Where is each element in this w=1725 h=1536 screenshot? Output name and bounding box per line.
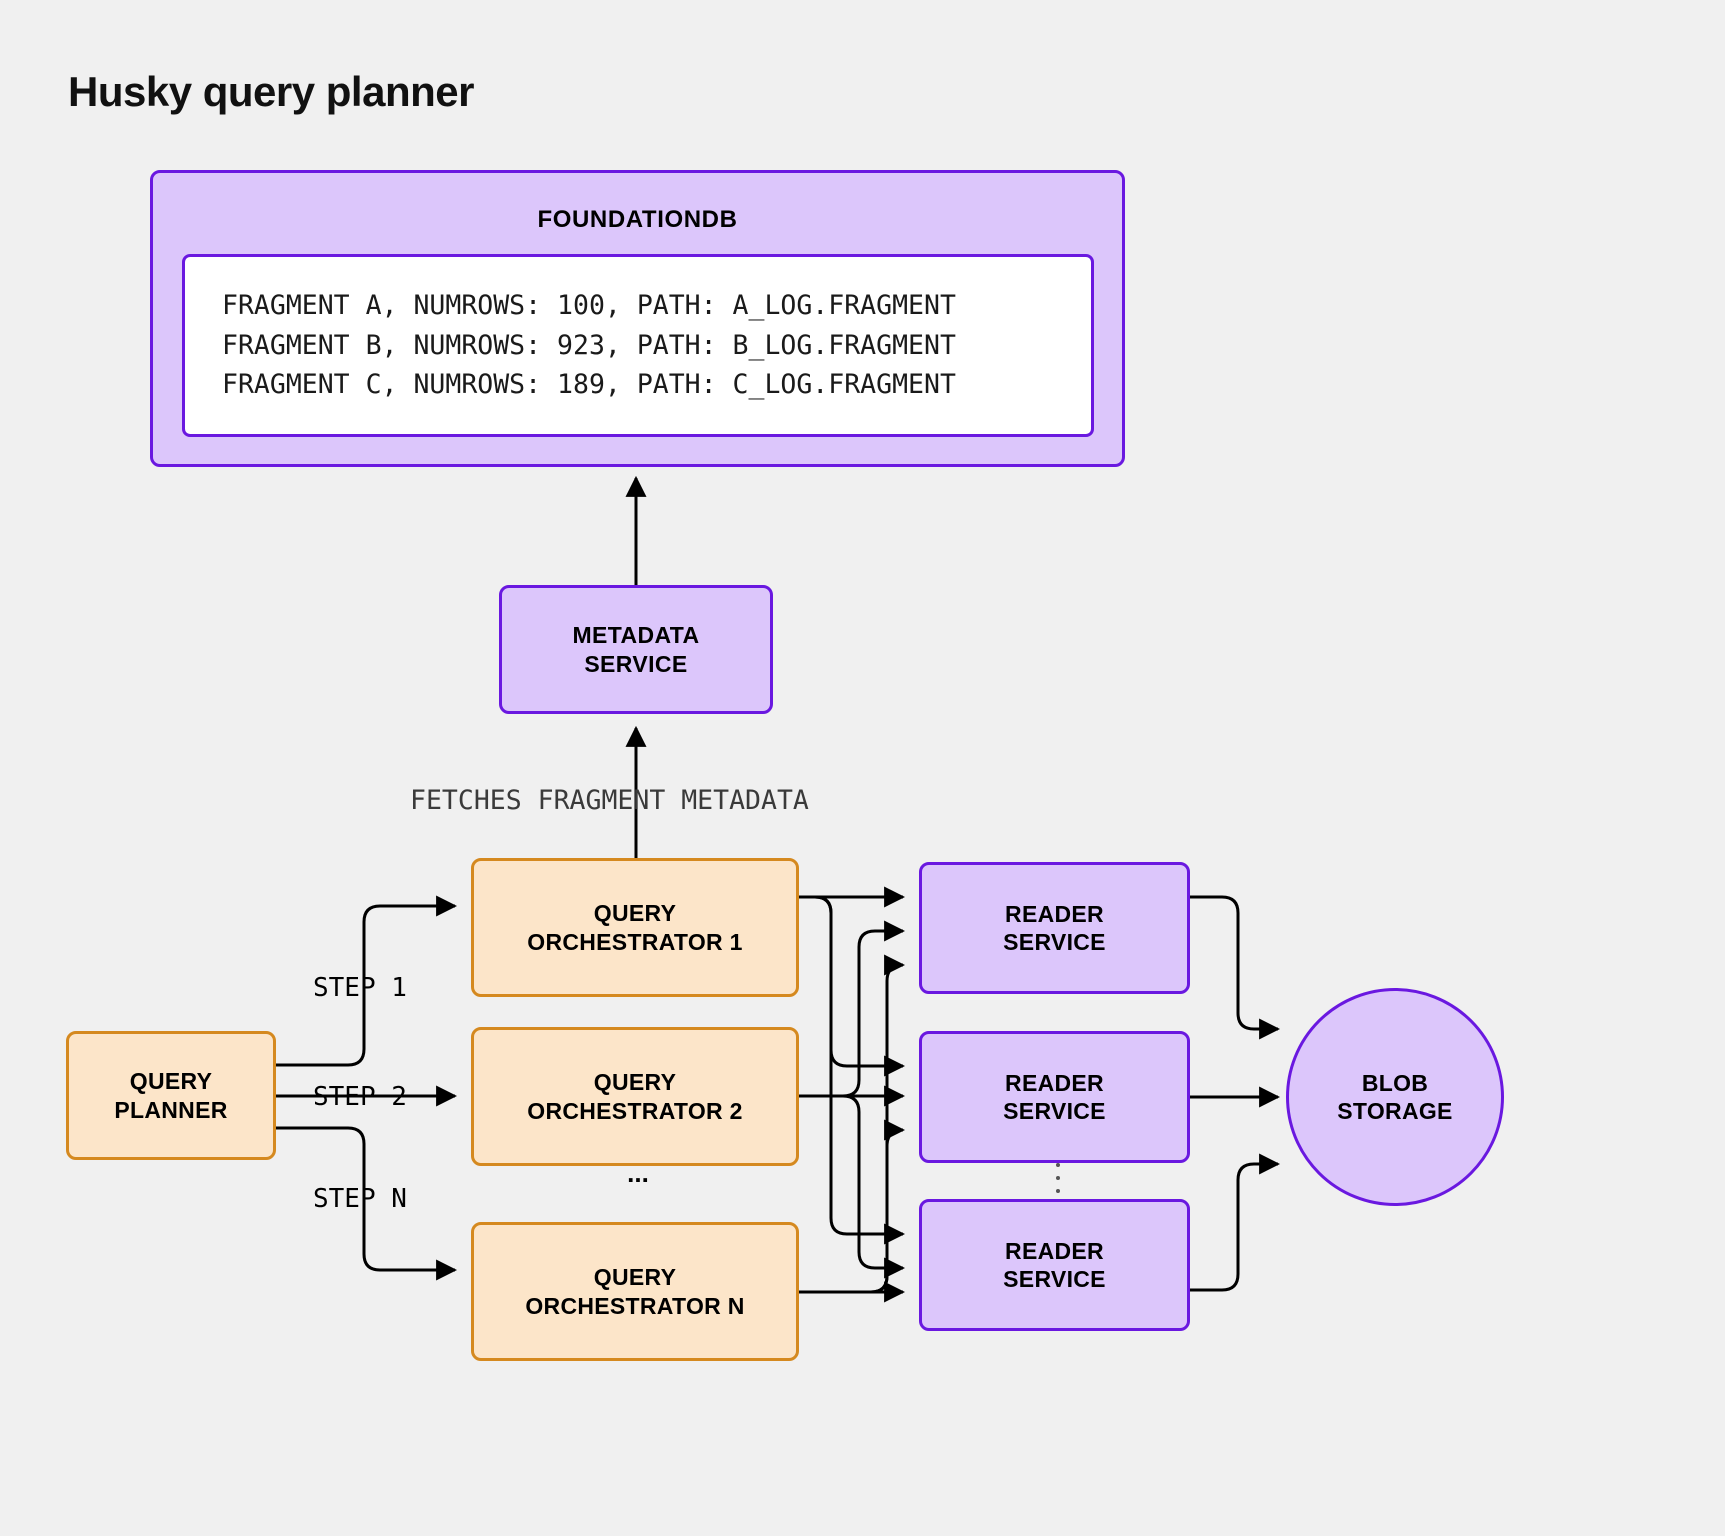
foundationdb-records-panel: FRAGMENT A, NUMROWS: 100, PATH: A_LOG.FR… <box>182 254 1094 437</box>
edge-reader1-to-blob <box>1190 895 1281 1040</box>
node-query-orchestrator-2[interactable]: QUERY ORCHESTRATOR 2 <box>471 1027 799 1166</box>
metadata-service-label-line2: SERVICE <box>584 650 688 677</box>
ellipsis-dot <box>1056 1163 1060 1167</box>
orchestrator-1-label-line2: ORCHESTRATOR 1 <box>527 928 743 955</box>
edge-planner-to-orchestrator-1 <box>276 895 458 1067</box>
orchestrator-ellipsis: ... <box>627 1158 649 1188</box>
metadata-service-label-line1: METADATA <box>572 622 700 649</box>
edge-orchestratorN-to-reader2 <box>799 1119 906 1294</box>
edge-label-step-2: STEP 2 <box>313 1082 407 1112</box>
page-title: Husky query planner <box>68 68 474 115</box>
edge-label-step-n: STEP N <box>313 1184 407 1214</box>
reader-2-label-line1: READER <box>1005 1069 1104 1096</box>
edge-orchestrator1-to-reader3 <box>799 895 906 1245</box>
query-planner-label-line1: QUERY <box>129 1068 213 1095</box>
reader-3-label-line1: READER <box>1005 1237 1104 1264</box>
orchestrator-2-label-line2: ORCHESTRATOR 2 <box>527 1097 743 1124</box>
blob-storage-label-line1: BLOB <box>1361 1069 1429 1096</box>
reader-1-label-line2: SERVICE <box>1003 929 1106 955</box>
fragment-record-row: FRAGMENT C, NUMROWS: 189, PATH: C_LOG.FR… <box>222 369 956 401</box>
reader-3-label-line2: SERVICE <box>1003 1266 1106 1292</box>
ellipsis-dot <box>1056 1176 1060 1180</box>
edge-reader3-to-blob <box>1190 1153 1281 1292</box>
node-reader-service-1[interactable]: READER SERVICE <box>919 862 1190 994</box>
fragment-record-row: FRAGMENT A, NUMROWS: 100, PATH: A_LOG.FR… <box>222 290 956 322</box>
blob-storage-label-line2: STORAGE <box>1337 1098 1453 1124</box>
node-query-planner[interactable]: QUERY PLANNER <box>66 1031 276 1160</box>
edge-orchestrator2-to-reader3 <box>799 1094 906 1279</box>
node-reader-service-2[interactable]: READER SERVICE <box>919 1031 1190 1163</box>
ellipsis-dot <box>1056 1189 1060 1193</box>
foundationdb-label: FOUNDATIONDB <box>537 206 738 233</box>
edge-label-fetches-fragment-metadata: FETCHES FRAGMENT METADATA <box>410 785 809 816</box>
reader-service-ellipsis <box>1055 1163 1061 1193</box>
orchestrator-n-label-line2: ORCHESTRATOR N <box>525 1292 745 1319</box>
fragment-record-row: FRAGMENT B, NUMROWS: 923, PATH: B_LOG.FR… <box>222 329 956 361</box>
reader-1-label-line1: READER <box>1005 900 1104 927</box>
node-blob-storage[interactable]: BLOB STORAGE <box>1286 988 1504 1206</box>
edge-label-step-1: STEP 1 <box>313 973 407 1003</box>
node-reader-service-3[interactable]: READER SERVICE <box>919 1199 1190 1331</box>
orchestrator-n-label-line1: QUERY <box>593 1264 677 1291</box>
node-query-orchestrator-n[interactable]: QUERY ORCHESTRATOR N <box>471 1222 799 1361</box>
node-query-orchestrator-1[interactable]: QUERY ORCHESTRATOR 1 <box>471 858 799 997</box>
edge-planner-to-orchestrator-n <box>276 1126 458 1281</box>
node-metadata-service[interactable]: METADATA SERVICE <box>499 585 773 714</box>
orchestrator-1-label-line1: QUERY <box>593 900 677 927</box>
query-planner-label-line2: PLANNER <box>114 1096 228 1123</box>
reader-2-label-line2: SERVICE <box>1003 1098 1106 1124</box>
orchestrator-2-label-line1: QUERY <box>593 1069 677 1096</box>
